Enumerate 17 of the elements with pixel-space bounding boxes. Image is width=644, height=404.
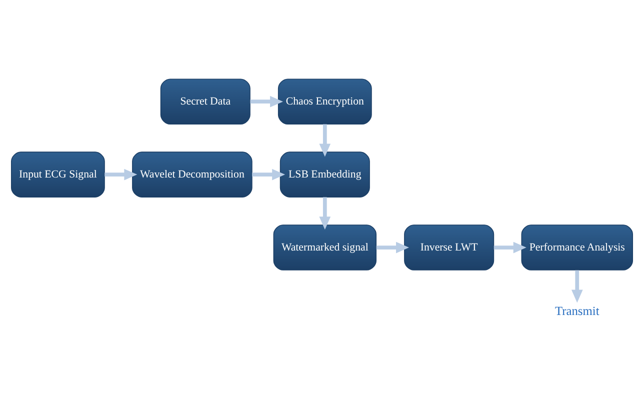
node-box: Wavelet Decomposition	[132, 151, 252, 197]
node-box: Inverse LWT	[404, 224, 494, 270]
arrow	[319, 196, 331, 230]
node-box: LSB Embedding	[280, 151, 370, 197]
arrow	[571, 270, 583, 302]
arrow	[252, 168, 286, 180]
node-box: Chaos Encryption	[278, 78, 372, 124]
arrow	[104, 168, 138, 180]
node-text: Transmit	[554, 303, 600, 318]
node-box: Watermarked signal	[273, 224, 377, 270]
arrow	[250, 95, 284, 107]
node-box: Performance Analysis	[521, 224, 634, 270]
node-box: Input ECG Signal	[10, 151, 105, 197]
arrow	[319, 124, 331, 156]
node-box: Secret Data	[160, 78, 250, 124]
arrow	[376, 241, 410, 253]
arrow	[494, 241, 526, 253]
